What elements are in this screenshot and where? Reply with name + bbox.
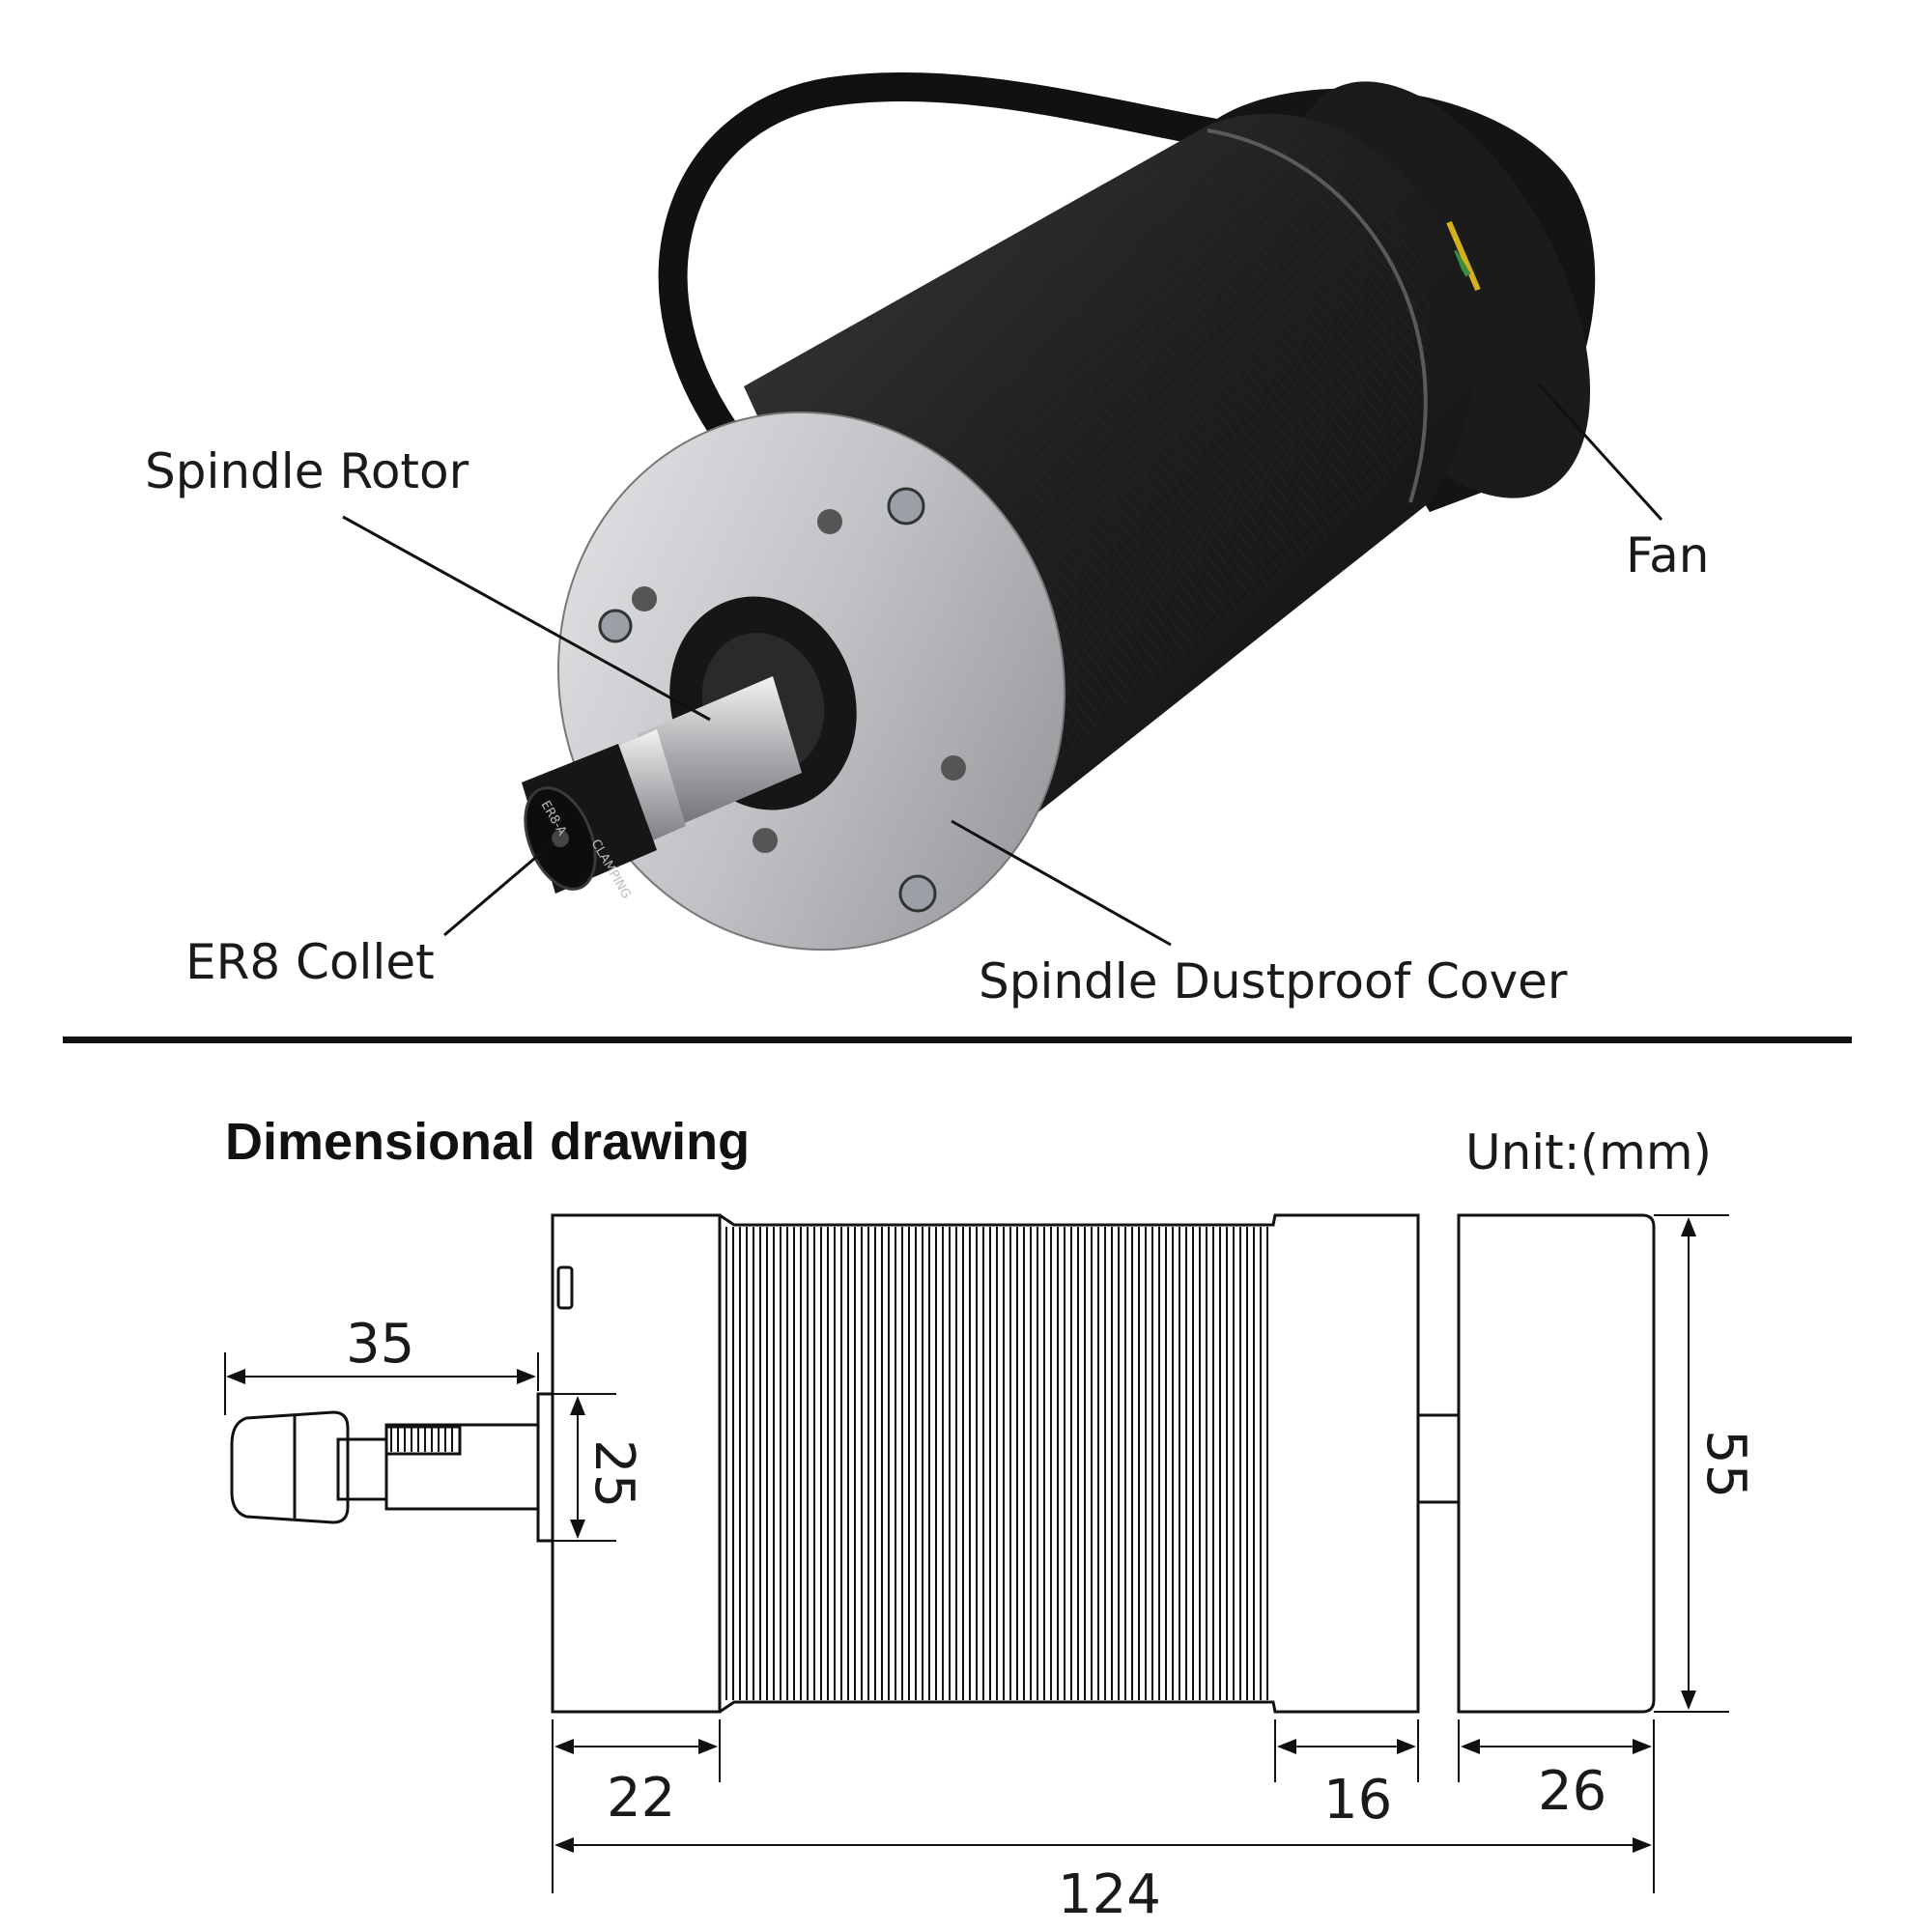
dim-shaft-length: 35 (346, 1313, 414, 1376)
shaft-outline (230, 1410, 540, 1524)
dustproof-cover-leader (951, 819, 1172, 947)
dim-total-length: 124 (1058, 1863, 1161, 1926)
dim-front-cap: 22 (607, 1767, 675, 1830)
er8-collet-nut: ER8-A CLAMPING (522, 744, 657, 901)
dimensional-drawing: Dimensional drawing Unit:(mm) (224, 1113, 1757, 1926)
er8-collet-label: ER8 Collet (185, 934, 435, 990)
motor-outline (536, 1213, 1656, 1714)
groove-hatching (725, 1227, 1268, 1700)
power-cable (658, 72, 1241, 459)
shaft-thread (390, 1428, 453, 1452)
dim-fan-cap: 26 (1538, 1760, 1606, 1823)
fan-leader (1537, 383, 1663, 522)
spindle-motor-photo: ER8-A CLAMPING Spindle Rotor Fan ER8 Col… (63, 72, 1852, 1043)
extension-lines (224, 1214, 1729, 1893)
dustproof-cover-label: Spindle Dustproof Cover (979, 953, 1568, 1009)
dim-rear-cap: 16 (1323, 1769, 1392, 1832)
spindle-rotor-leader (342, 515, 711, 722)
dim-body-height: 55 (1694, 1430, 1757, 1498)
spindle-rotor-label: Spindle Rotor (145, 443, 469, 499)
er8-collet-leader (443, 840, 554, 937)
drawing-title: Dimensional drawing (225, 1113, 750, 1171)
fan-label: Fan (1626, 527, 1710, 583)
unit-label: Unit:(mm) (1465, 1124, 1712, 1180)
dimension-lines (226, 1217, 1696, 1853)
dim-flange-height: 25 (582, 1439, 645, 1508)
